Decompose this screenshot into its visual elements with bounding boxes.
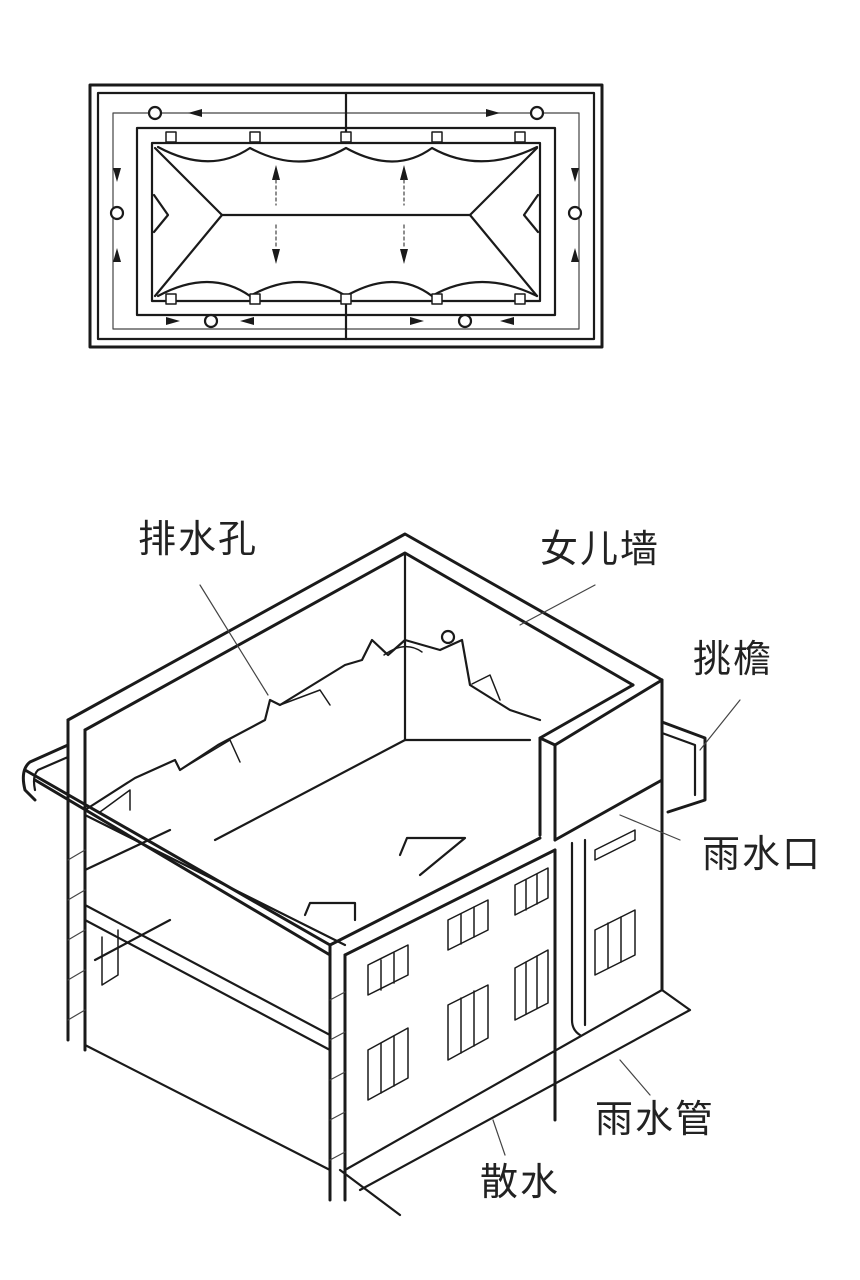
label-drain-hole: 排水孔: [138, 517, 259, 561]
label-parapet-wall: 女儿墙: [540, 527, 661, 571]
label-downpipe: 雨水管: [595, 1097, 716, 1141]
roof-plan: [88, 83, 604, 349]
building-isometric: [21, 532, 741, 1217]
label-apron: 散水: [480, 1160, 561, 1204]
label-rain-outlet: 雨水口: [702, 832, 823, 876]
label-cornice-gutter: 挑檐: [693, 637, 774, 681]
